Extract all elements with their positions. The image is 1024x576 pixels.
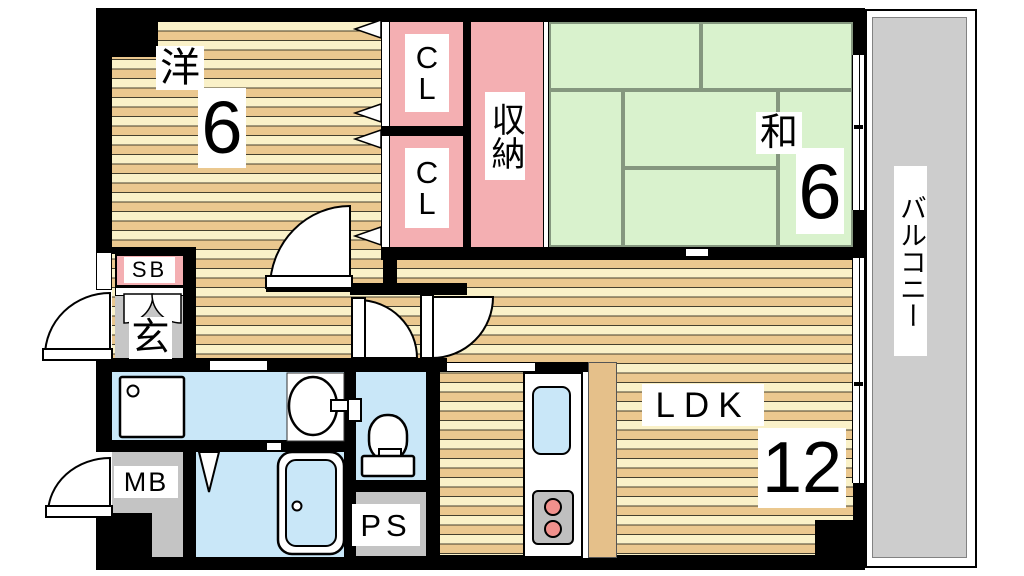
slide-marker-icon — [352, 102, 382, 124]
western-room-label: 洋 — [156, 46, 204, 90]
meter-box-ext — [152, 513, 183, 557]
ps-north-wall — [350, 480, 440, 492]
storage-sliding-door — [543, 22, 549, 247]
shoebox-label: SB — [124, 257, 175, 283]
burner-icon — [544, 498, 562, 516]
slide-marker-icon — [352, 225, 382, 247]
bath-fold-door — [197, 451, 221, 493]
counter-gap — [583, 372, 588, 558]
western-room-size: 6 — [198, 88, 246, 168]
washer-drain-icon — [126, 384, 140, 398]
slide-marker-icon — [352, 128, 382, 150]
kitchen-opening — [447, 362, 535, 372]
entrance-wall — [183, 247, 196, 368]
toilet-door-leaf — [351, 297, 366, 359]
toilet-tank — [360, 454, 416, 478]
ldk-size: 12 — [758, 428, 846, 508]
kitchen-sink — [532, 386, 571, 455]
balcony-label: バルコニー — [894, 166, 927, 356]
closet-divider-wall — [381, 126, 463, 136]
vanity-faucet-icon — [330, 399, 350, 412]
tub-drain-icon — [291, 500, 303, 512]
mb-door-leaf — [45, 505, 113, 518]
pipespace-label: PS — [352, 504, 420, 546]
meterbox-label: MB — [114, 466, 178, 498]
entry-sidelight — [96, 252, 112, 290]
washroom-north-wall — [96, 358, 447, 372]
mb-east-wall — [183, 452, 196, 557]
ldk-door-arc — [431, 296, 495, 360]
entrance-door-arc — [43, 291, 111, 357]
hall-north-wall — [381, 247, 865, 260]
toilet-east-wall — [426, 372, 440, 557]
toilet-door-arc — [357, 298, 419, 359]
japanese-room-window — [852, 55, 865, 210]
ldk-label: LDK — [642, 384, 764, 426]
bath-door-gap — [267, 442, 281, 451]
bathtub-inner — [285, 459, 337, 547]
japanese-room-size: 6 — [796, 148, 844, 234]
burner-icon — [544, 520, 562, 538]
tatami-mat — [549, 22, 701, 90]
window-latch-icon — [854, 382, 863, 386]
vanity-basin — [287, 375, 339, 437]
wall-stub — [383, 247, 397, 287]
ldk-window — [852, 258, 865, 483]
kitchen-wall-stub — [535, 362, 590, 372]
storage-label: 収納 — [485, 92, 525, 180]
paper-holder-icon — [347, 398, 362, 422]
japanese-room-label: 和 — [756, 112, 802, 154]
tatami-mat — [623, 168, 778, 247]
bath-wall — [112, 440, 348, 452]
closet-bottom-label: C L — [405, 148, 449, 228]
washroom-door-opening — [210, 360, 267, 371]
entrance-label: 玄 — [129, 317, 172, 359]
window-latch-icon — [854, 125, 863, 129]
entrance-door-leaf — [42, 348, 113, 361]
corner-pillar — [112, 22, 158, 57]
fusuma-gap — [686, 249, 708, 256]
tatami-mat — [623, 90, 778, 168]
hallway-wall — [350, 283, 467, 295]
tatami-mat — [701, 22, 853, 90]
slide-marker-icon — [352, 18, 382, 40]
counter-peninsula — [588, 362, 617, 558]
door-sill — [266, 288, 352, 292]
shoebox-wall — [112, 247, 196, 254]
corner-pillar — [96, 513, 152, 570]
ldk-door-leaf — [420, 294, 434, 359]
closet-top-label: C L — [405, 34, 449, 112]
entry-curtain-icon — [151, 293, 182, 324]
closet-storage-wall — [463, 22, 471, 247]
corner-pillar — [815, 520, 865, 570]
tatami-mat — [549, 90, 623, 247]
western-door-leaf — [265, 275, 353, 289]
